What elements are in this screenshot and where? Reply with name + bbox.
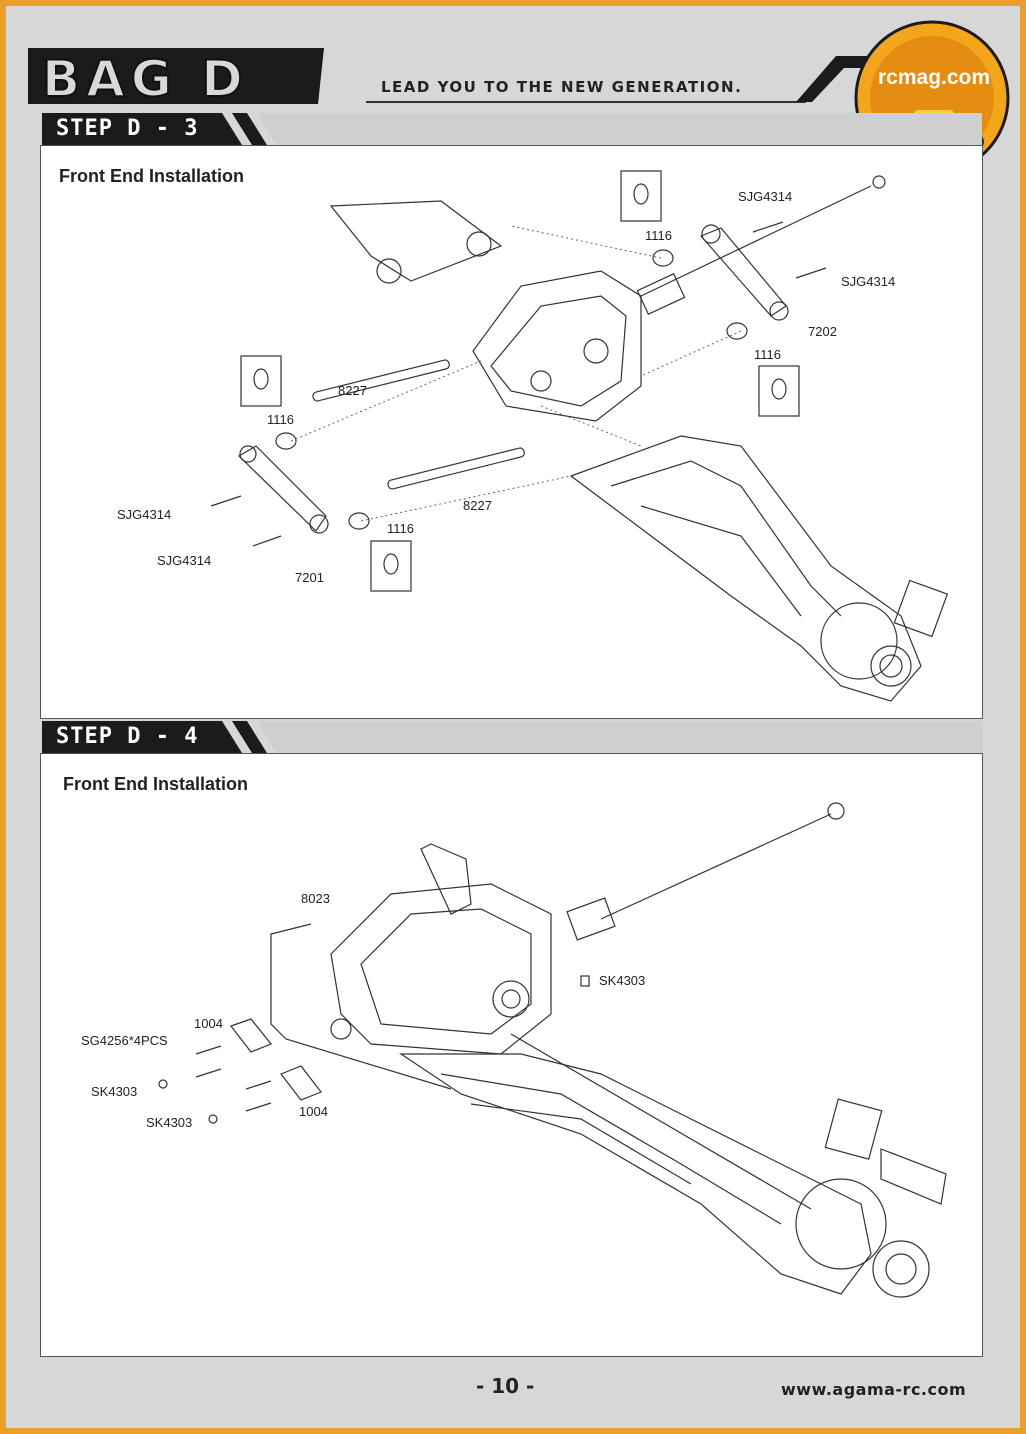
watermark-site: rcmag.com (878, 66, 991, 89)
manual-page: BAG D LEAD YOU TO THE NEW GENERATION. rc… (6, 6, 1020, 1428)
callout-1116-right: 1116 (754, 347, 781, 362)
callout-7201: 7201 (295, 570, 324, 585)
callout-8227-top: 8227 (338, 383, 367, 398)
callout-sjg4314-right: SJG4314 (841, 274, 896, 289)
step-d4-title: Front End Installation (63, 774, 248, 794)
step-d3-bar: STEP D - 3 (42, 113, 982, 145)
callout-1116-left: 1116 (267, 412, 294, 427)
callout-sk4303-left1: SK4303 (91, 1084, 138, 1099)
step-d3-title: Front End Installation (59, 166, 244, 186)
callout-sjg4314-left2: SJG4314 (157, 553, 212, 568)
callout-sk4303-right: SK4303 (599, 973, 646, 988)
callout-7202: 7202 (808, 324, 837, 339)
callout-sk4303-left2: SK4303 (146, 1115, 193, 1130)
page-number: - 10 - (476, 1374, 535, 1398)
callout-1116-bottom: 1116 (387, 521, 414, 536)
step-d3-exploded-drawing (210, 170, 949, 702)
bag-title: BAG D (41, 50, 249, 108)
step-d3-bar-shape (42, 113, 982, 145)
callout-8023: 8023 (301, 891, 330, 906)
callout-1004-top: 1004 (194, 1016, 223, 1031)
header-background (28, 48, 986, 104)
callout-sjg4314-left1: SJG4314 (117, 507, 172, 522)
header-slogan: LEAD YOU TO THE NEW GENERATION. (381, 78, 743, 96)
callout-sjg4314-top: SJG4314 (738, 189, 793, 204)
callout-8227-bottom: 8227 (463, 498, 492, 513)
step-d4-bar: STEP D - 4 (42, 721, 982, 753)
header-band: BAG D LEAD YOU TO THE NEW GENERATION. (6, 6, 1020, 116)
callout-1004-bottom: 1004 (299, 1104, 328, 1119)
step-d4-panel: Front End Installation (40, 753, 983, 1357)
website-url: www.agama-rc.com (781, 1380, 967, 1399)
callout-1116-top: 1116 (645, 228, 672, 243)
step-d4-bar-shape (42, 721, 982, 753)
step-d3-panel: Front End Installation (40, 145, 983, 719)
step-d4-assembly-drawing (158, 802, 947, 1298)
step-d3-label: STEP D - 3 (56, 116, 199, 141)
callout-sg4256: SG4256*4PCS (81, 1033, 168, 1048)
step-d4-label: STEP D - 4 (56, 724, 199, 749)
